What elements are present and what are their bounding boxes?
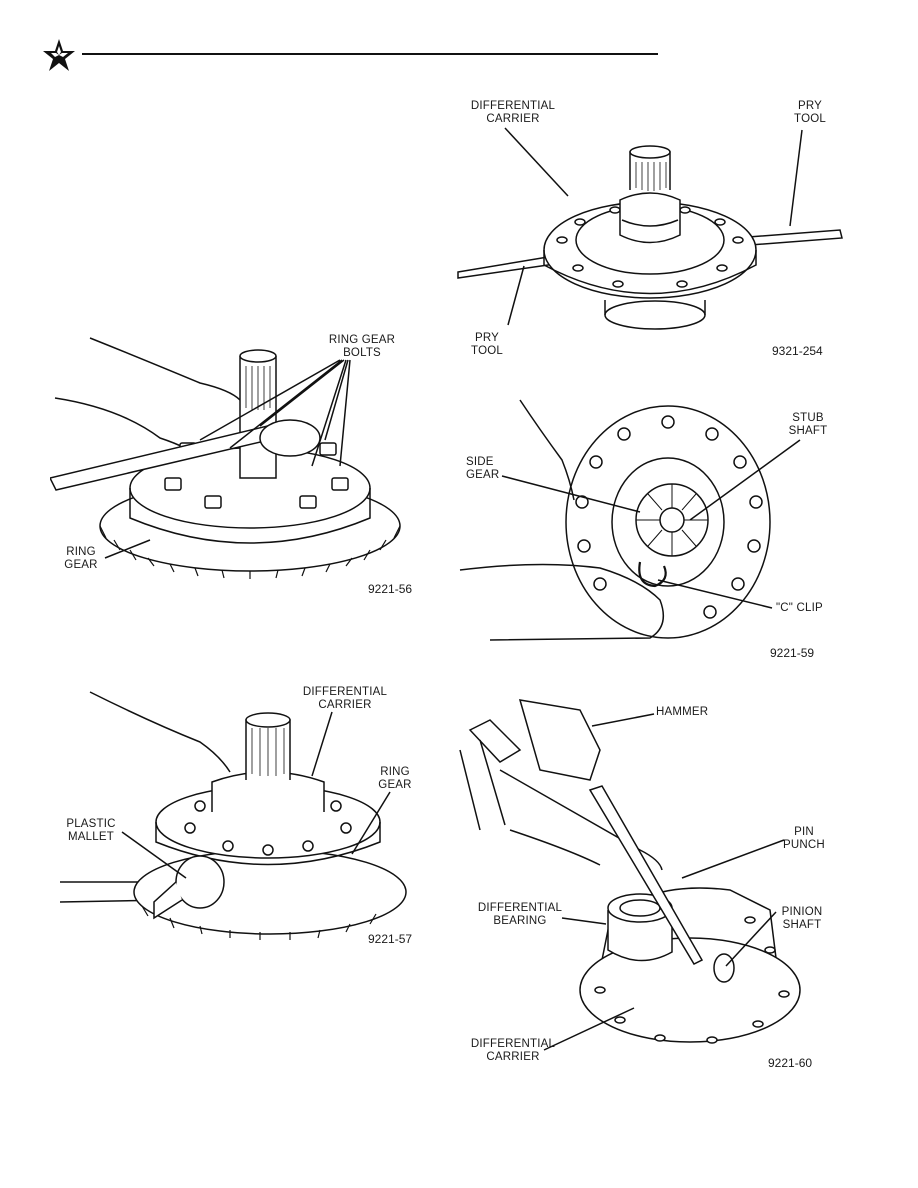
- label-differential-carrier: DIFFERENTIAL CARRIER: [470, 100, 556, 125]
- figure-9221-59: SIDE GEAR STUB SHAFT "C" CLIP 9221-59: [450, 390, 850, 670]
- label-pry-tool-left: PRY TOOL: [471, 332, 503, 357]
- label-differential-carrier: DIFFERENTIAL CARRIER: [470, 1038, 556, 1063]
- c-clip-illustration: [459, 399, 801, 641]
- pin-punch-illustration: [459, 699, 801, 1051]
- figure-9221-57: DIFFERENTIAL CARRIER RING GEAR PLASTIC M…: [50, 682, 420, 962]
- label-pin-punch: PIN PUNCH: [783, 826, 825, 851]
- plastic-mallet-illustration: [59, 691, 407, 940]
- figure-code: 9221-60: [768, 1056, 813, 1070]
- label-differential-bearing: DIFFERENTIAL BEARING: [477, 902, 563, 927]
- figure-code: 9321-254: [772, 344, 823, 358]
- figure-code: 9221-57: [368, 932, 413, 946]
- label-hammer: HAMMER: [656, 706, 709, 718]
- header-rule: [82, 53, 658, 55]
- label-ring-gear: RING GEAR: [378, 766, 412, 791]
- label-plastic-mallet: PLASTIC MALLET: [66, 818, 116, 843]
- pentastar-logo-icon: [43, 39, 75, 71]
- label-pry-tool-right: PRY TOOL: [794, 100, 826, 125]
- figure-9221-56: RING GEAR BOLTS RING GEAR 9221-56: [50, 328, 420, 628]
- carrier-pry-illustration: [457, 127, 843, 330]
- label-ring-gear: RING GEAR: [64, 546, 98, 571]
- ring-gear-bolts-illustration: [50, 337, 401, 579]
- figure-9221-60: HAMMER PIN PUNCH DIFFERENTIAL BEARING PI…: [450, 690, 850, 1080]
- label-stub-shaft: STUB SHAFT: [788, 412, 828, 437]
- label-ring-gear-bolts: RING GEAR BOLTS: [328, 334, 396, 359]
- label-differential-carrier: DIFFERENTIAL CARRIER: [302, 686, 388, 711]
- figure-code: 9221-56: [368, 582, 413, 596]
- label-c-clip: "C" CLIP: [776, 602, 823, 614]
- label-side-gear: SIDE GEAR: [466, 456, 500, 481]
- figure-code: 9221-59: [770, 646, 815, 660]
- figure-9321-254: DIFFERENTIAL CARRIER PRY TOOL PRY TOOL 9…: [450, 90, 850, 370]
- label-pinion-shaft: PINION SHAFT: [781, 906, 823, 931]
